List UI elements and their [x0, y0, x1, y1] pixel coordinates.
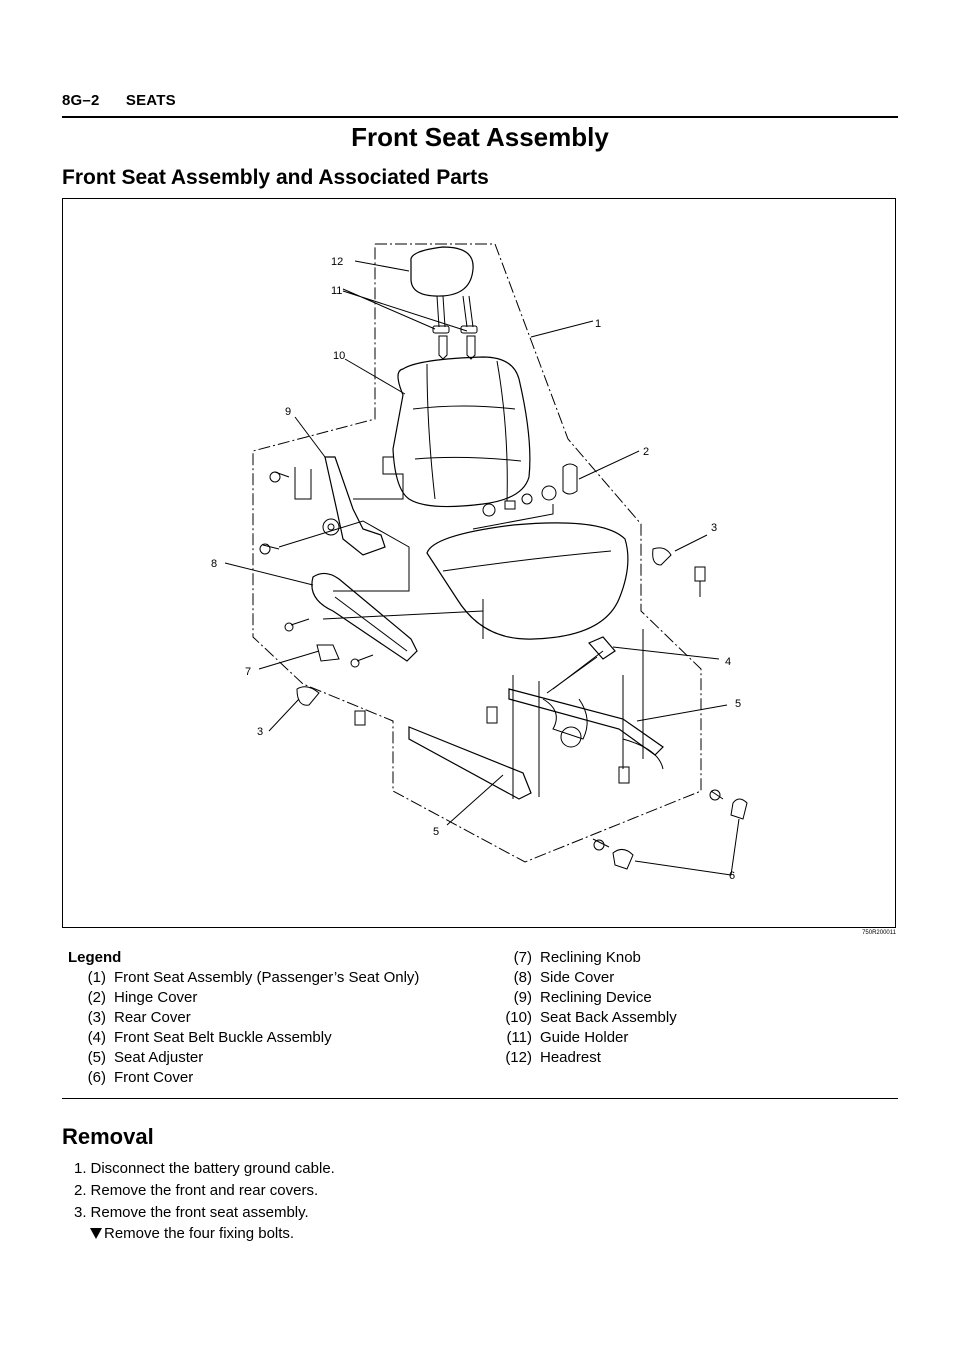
callout-2: 2	[643, 446, 649, 458]
exploded-parts-figure: 12 11 1 10 9 2 3 8 4 7 5 3 5 6	[62, 198, 896, 928]
down-triangle-icon	[90, 1228, 102, 1239]
callout-7: 7	[245, 666, 251, 678]
legend-item: (5)Seat Adjuster	[87, 1049, 204, 1066]
callout-5a: 5	[735, 698, 741, 710]
leader-5b	[446, 774, 504, 826]
section-name: SEATS	[125, 92, 176, 109]
legend-item: (12)Headrest	[505, 1049, 601, 1066]
leader-5a	[636, 704, 728, 722]
rear-cover-left	[296, 686, 320, 706]
seat-cushion	[426, 522, 629, 640]
leader-6	[634, 818, 740, 876]
step-item: 1.Disconnect the battery ground cable.	[74, 1160, 335, 1177]
step-item: 2.Remove the front and rear covers.	[74, 1182, 319, 1199]
callout-6: 6	[729, 870, 735, 882]
legend-item: (10)Seat Back Assembly	[505, 1009, 677, 1026]
removal-substep: Remove the four fixing bolts.	[90, 1225, 294, 1242]
section-rule	[62, 1098, 898, 1099]
legend-item: (2)Hinge Cover	[87, 989, 198, 1006]
step-item: 3.Remove the front seat assembly.	[74, 1204, 309, 1221]
page-header: 8G–2 SEATS	[62, 92, 176, 109]
leader-1	[530, 320, 594, 338]
leader-3b	[268, 698, 300, 732]
legend-item: (4)Front Seat Belt Buckle Assembly	[87, 1029, 332, 1046]
callout-11: 11	[331, 285, 342, 297]
legend-item: (6)Front Cover	[87, 1069, 194, 1086]
reclining-device	[324, 456, 386, 556]
legend-item: (7)Reclining Knob	[513, 949, 641, 966]
front-cover-left	[612, 849, 634, 870]
leader-12	[354, 260, 410, 272]
seat-belt-buckle	[588, 636, 616, 660]
header-rule	[62, 116, 898, 118]
page-title: Front Seat Assembly	[351, 122, 609, 152]
callout-10: 10	[333, 350, 345, 362]
leader-11	[342, 288, 468, 332]
leader-9	[294, 416, 326, 458]
legend-item: (11)Guide Holder	[506, 1029, 629, 1046]
hinge-cover	[562, 463, 578, 495]
seat-diagram: 12 11 1 10 9 2 3 8 4 7 5 3 5 6	[211, 243, 748, 882]
callout-8: 8	[211, 558, 217, 570]
seat-back	[392, 356, 531, 508]
legend-item: (8)Side Cover	[513, 969, 615, 986]
removal-steps: 1.Disconnect the battery ground cable. 2…	[74, 1158, 335, 1224]
leader-8	[224, 562, 314, 586]
seat-adjuster-left	[408, 726, 532, 800]
callout-9: 9	[285, 406, 291, 418]
callout-3a: 3	[711, 522, 717, 534]
section-code: 8G–2	[62, 92, 100, 109]
callout-1: 1	[595, 318, 601, 330]
callout-4: 4	[725, 656, 731, 668]
assembly-boundary	[252, 243, 702, 863]
legend-heading: Legend	[68, 949, 122, 966]
rear-cover-right	[652, 547, 672, 566]
front-cover-right	[730, 798, 748, 820]
leader-10	[344, 358, 406, 395]
side-cover	[311, 572, 418, 662]
leader-2	[578, 450, 640, 480]
legend-left: Legend (1)Front Seat Assembly (Passenger…	[68, 948, 419, 1088]
legend-item: (3)Rear Cover	[87, 1009, 191, 1026]
legend-item: (9)Reclining Device	[513, 989, 652, 1006]
callout-3b: 3	[257, 726, 263, 738]
leader-4	[612, 646, 720, 660]
callout-12: 12	[331, 256, 343, 268]
section-subtitle: Front Seat Assembly and Associated Parts	[62, 166, 489, 189]
reclining-knob	[316, 644, 340, 662]
callout-5b: 5	[433, 826, 439, 838]
removal-heading: Removal	[62, 1124, 154, 1149]
legend-right: (7)Reclining Knob (8)Side Cover (9)Recli…	[496, 948, 677, 1068]
legend-item: (1)Front Seat Assembly (Passenger’s Seat…	[87, 969, 420, 986]
substep-text: Remove the four fixing bolts.	[104, 1225, 295, 1242]
leader-3a	[674, 534, 708, 552]
leader-7	[258, 650, 320, 670]
figure-code: 750R200011	[862, 930, 896, 936]
headrest	[410, 246, 474, 297]
